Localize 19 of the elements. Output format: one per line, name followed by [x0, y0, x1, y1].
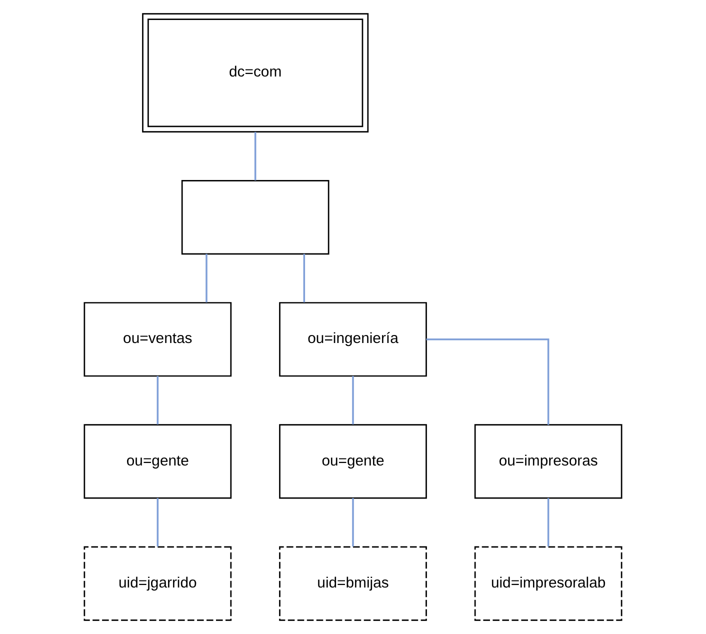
connector — [254, 132, 256, 180]
node-box: uid=impresoralab — [474, 546, 622, 621]
connector — [547, 498, 550, 547]
node-box: dc=com — [142, 13, 369, 133]
connector — [426, 338, 550, 425]
connector — [303, 254, 306, 302]
connector — [156, 498, 159, 547]
node-box: uid=jgarrido — [84, 546, 232, 621]
connector — [352, 498, 354, 547]
connector — [352, 376, 354, 424]
node-box — [181, 180, 330, 255]
connector — [206, 254, 208, 302]
node-box: ou=gente — [279, 424, 427, 499]
node-box: ou=gente — [84, 424, 232, 499]
connector — [156, 376, 159, 424]
node-box: ou=ventas — [84, 302, 232, 377]
node-box: ou=ingeniería — [279, 302, 427, 377]
node-box: ou=impresoras — [474, 424, 622, 499]
node-box: uid=bmijas — [279, 546, 427, 621]
